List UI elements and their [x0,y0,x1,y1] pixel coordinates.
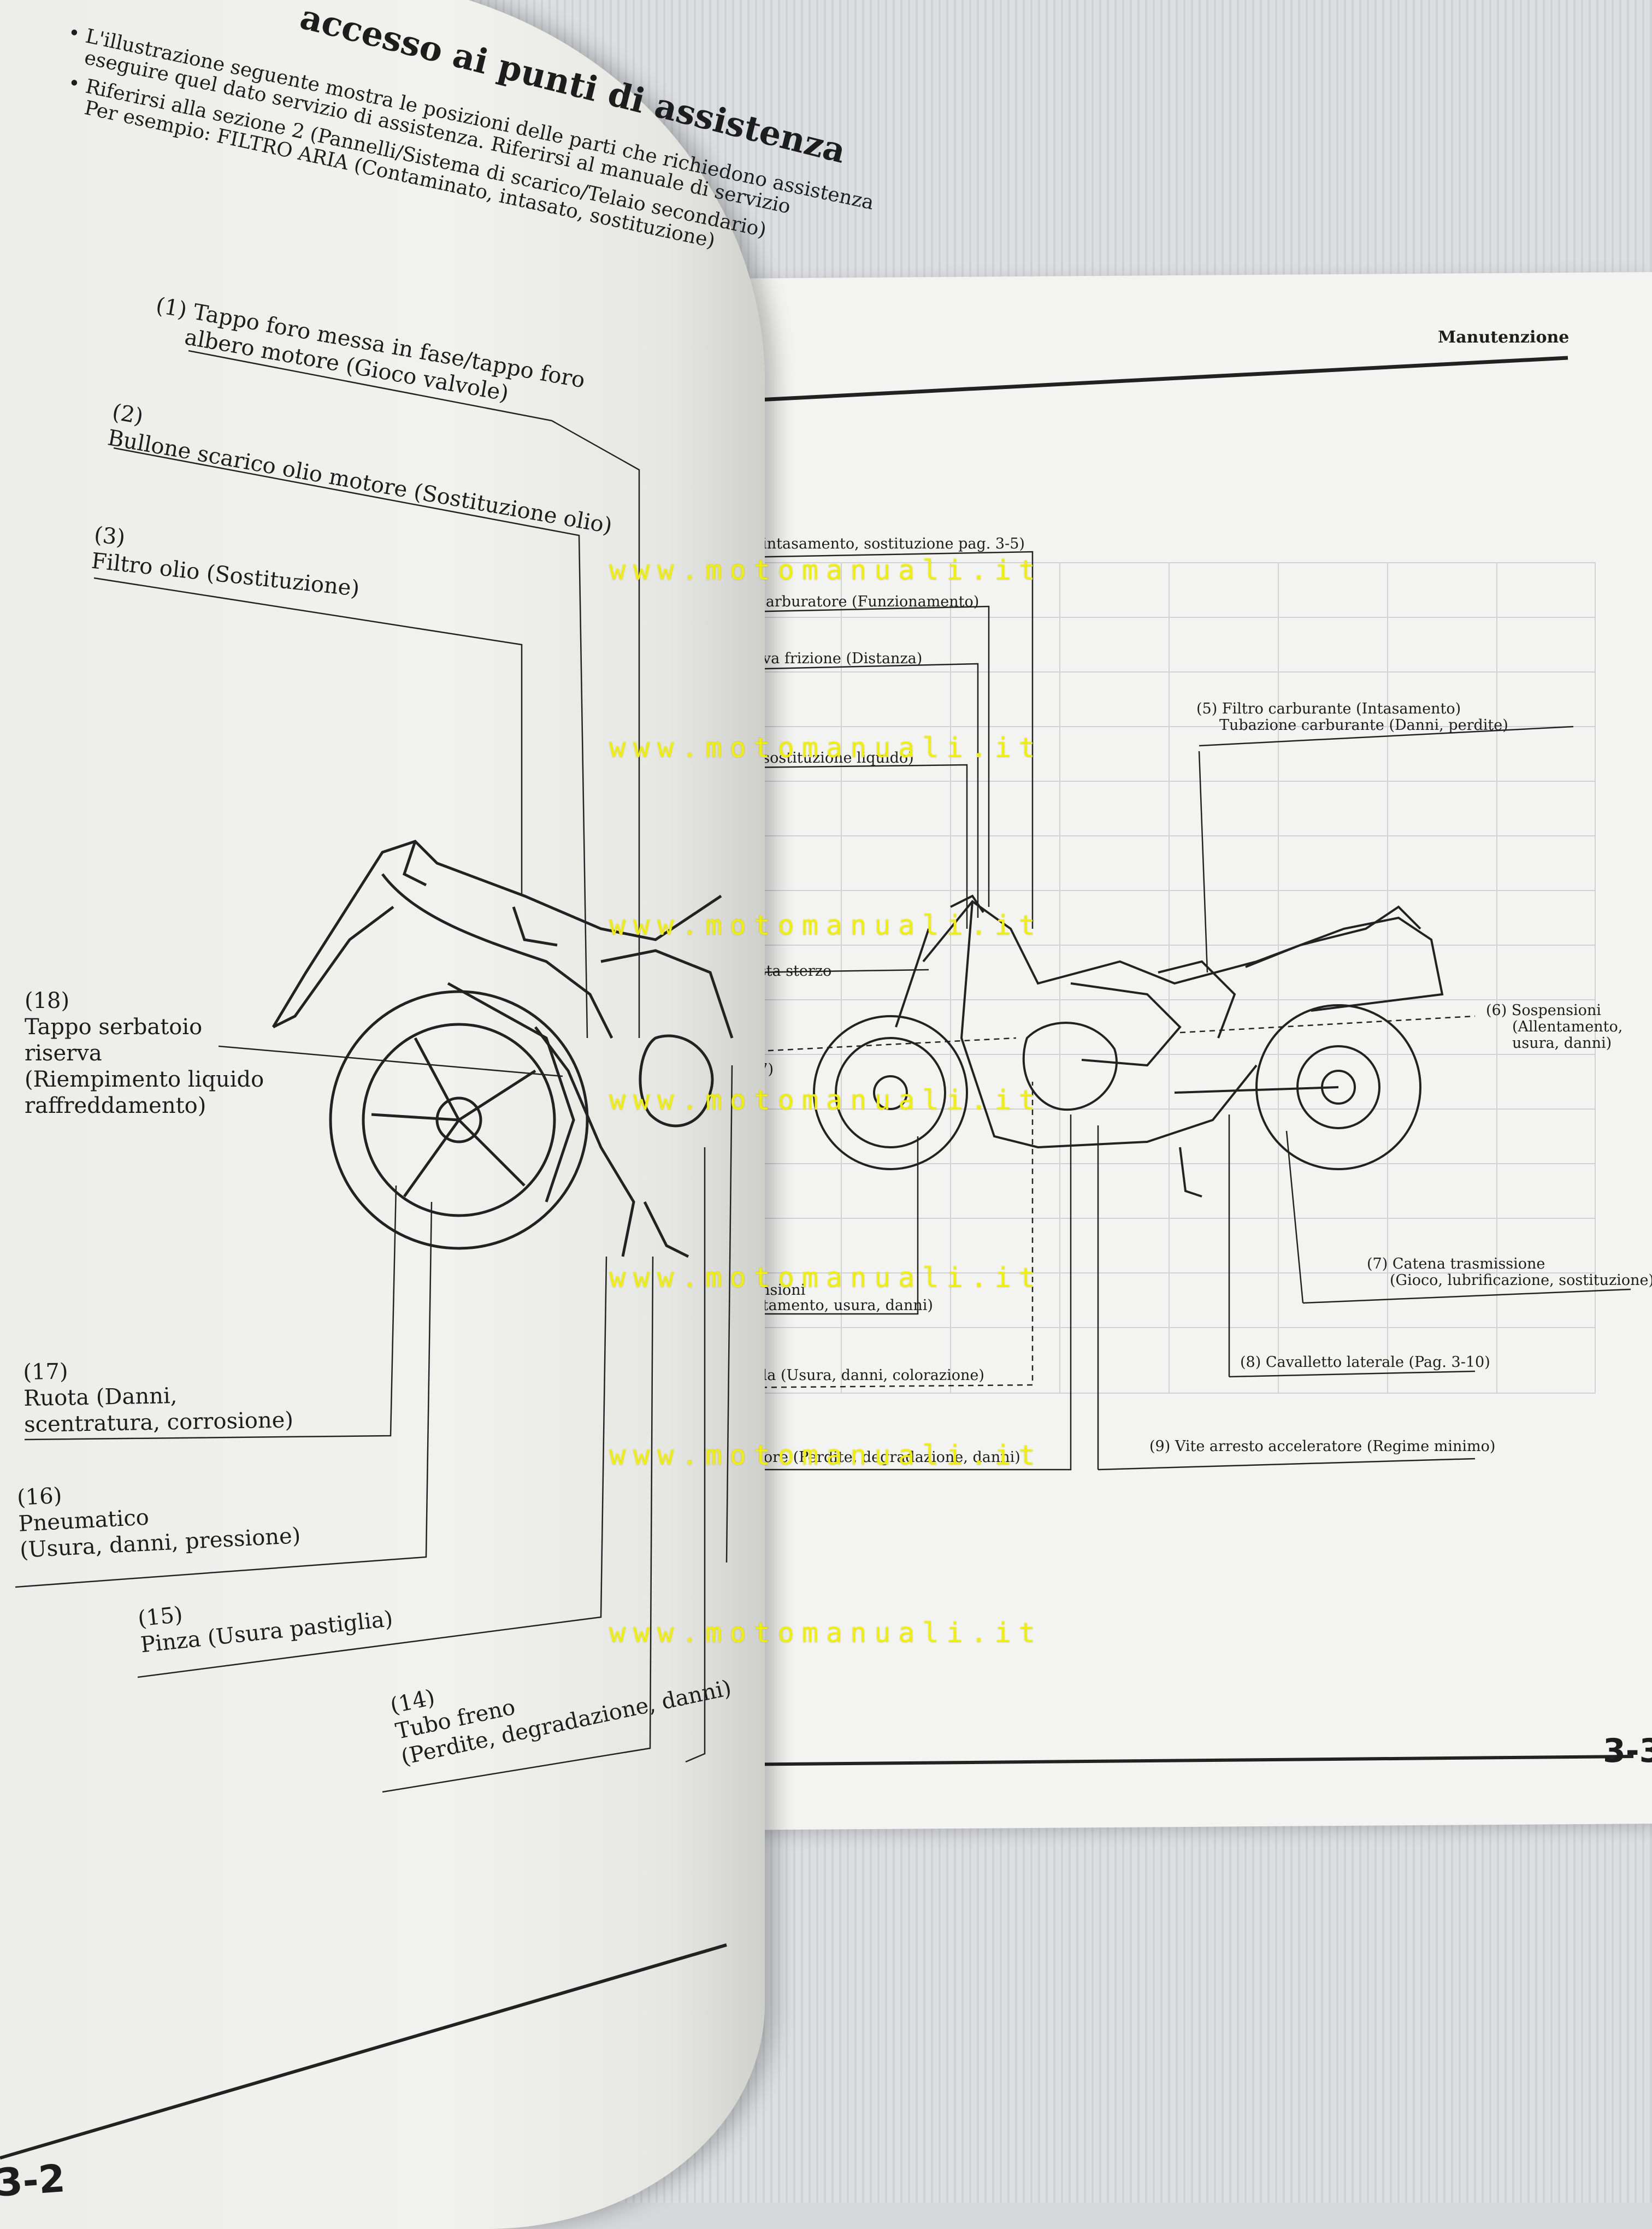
callout-spark-plug-cut: ndela (Usura, danni, colorazione) [735,1367,984,1384]
motorcycle-illustration-right [813,894,1444,1198]
callout-air-filter-cut: e, intasamento, sostituzione pag. 3-5) [744,535,1025,552]
callout-7-line2: (Gioco, lubrificazione, sostituzione) [1390,1272,1652,1289]
callout-18-reserve-tank: (18) Tappo serbatoio riserva (Riempiment… [25,988,264,1118]
callout-radiator-cut: diatore (Perdite, degradazione, danni) [735,1449,1020,1466]
callout-17-wheel: (17) Ruota (Danni, scentratura, corrosio… [23,1359,294,1437]
right-page-header: Manutenzione [1438,328,1570,347]
callout-5-fuel-line: Tubazione carburante (Danni, perdite) [1219,717,1508,734]
right-page-number: 3-3 [1603,1732,1652,1770]
watermark-7: www.motomanuali.it [609,1617,1043,1649]
callout-6-line3: usura, danni) [1512,1035,1612,1052]
callout-7-chain: (7) Catena trasmissione [1367,1255,1545,1272]
callout-16-tire: (16) Pneumatico (Usura, danni, pressione… [16,1483,302,1563]
motorcycle-illustration-left [272,840,734,1258]
callout-6-line2: (Allentamento, [1512,1018,1623,1035]
callout-9-throttle-stop: (9) Vite arresto acceleratore (Regime mi… [1149,1438,1496,1455]
watermark-6: www.motomanuali.it [609,1440,1043,1471]
watermark-4: www.motomanuali.it [609,1084,1043,1116]
callout-5-fuel-filter: (5) Filtro carburante (Intasamento) [1196,700,1461,717]
callout-carburetor-cut: a carburatore (Funzionamento) [744,593,980,610]
watermark-3: www.motomanuali.it [609,910,1043,941]
callout-front-suspension-cut-2: llentamento, usura, danni) [735,1297,933,1314]
callout-8-side-stand: (8) Cavalletto laterale (Pag. 3-10) [1240,1354,1490,1371]
watermark-2: www.motomanuali.it [609,732,1043,764]
callout-6-suspension: (6) Sospensioni [1486,1002,1601,1019]
callout-coolant-cut: a, sostituzione liquido) [744,750,914,766]
callout-clutch-lever-cut: Leva frizione (Distanza) [744,650,923,667]
watermark-5: www.motomanuali.it [609,1262,1043,1294]
watermark-1: www.motomanuali.it [609,555,1043,586]
left-page-number: 3-2 [0,2156,67,2206]
